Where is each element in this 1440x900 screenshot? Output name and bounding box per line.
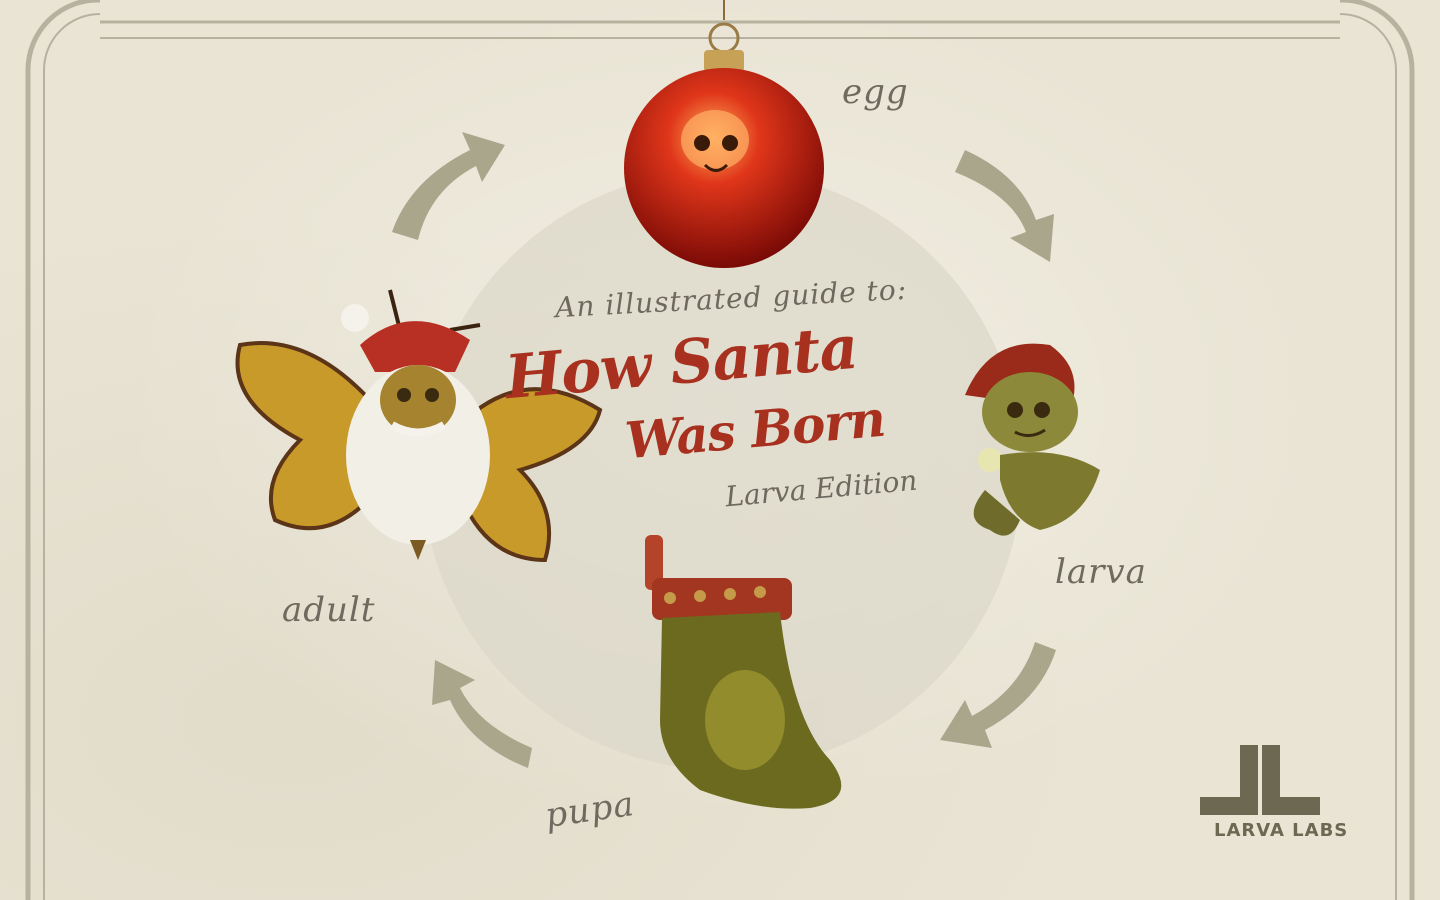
stage-label-larva: larva (1055, 552, 1147, 592)
arrow-adult-to-egg-icon (392, 132, 505, 240)
stocking-pupa-icon (645, 535, 842, 809)
larva-labs-logo-text: LARVA LABS (1214, 820, 1349, 841)
cycle-circle (422, 170, 1022, 770)
larva-labs-logo-icon (1200, 745, 1320, 815)
decorative-frame (25, 0, 1415, 900)
stage-label-adult: adult (282, 590, 376, 630)
stage-label-egg: egg (842, 72, 909, 112)
larva-elf-icon (965, 343, 1100, 536)
arrow-pupa-to-adult-icon (432, 660, 532, 768)
santa-butterfly-adult-icon (235, 289, 603, 563)
cycle-arrows (392, 132, 1056, 768)
arrow-egg-to-larva-icon (955, 150, 1054, 262)
arrow-larva-to-pupa-icon (940, 642, 1056, 748)
ornament-egg-icon (624, 0, 824, 268)
